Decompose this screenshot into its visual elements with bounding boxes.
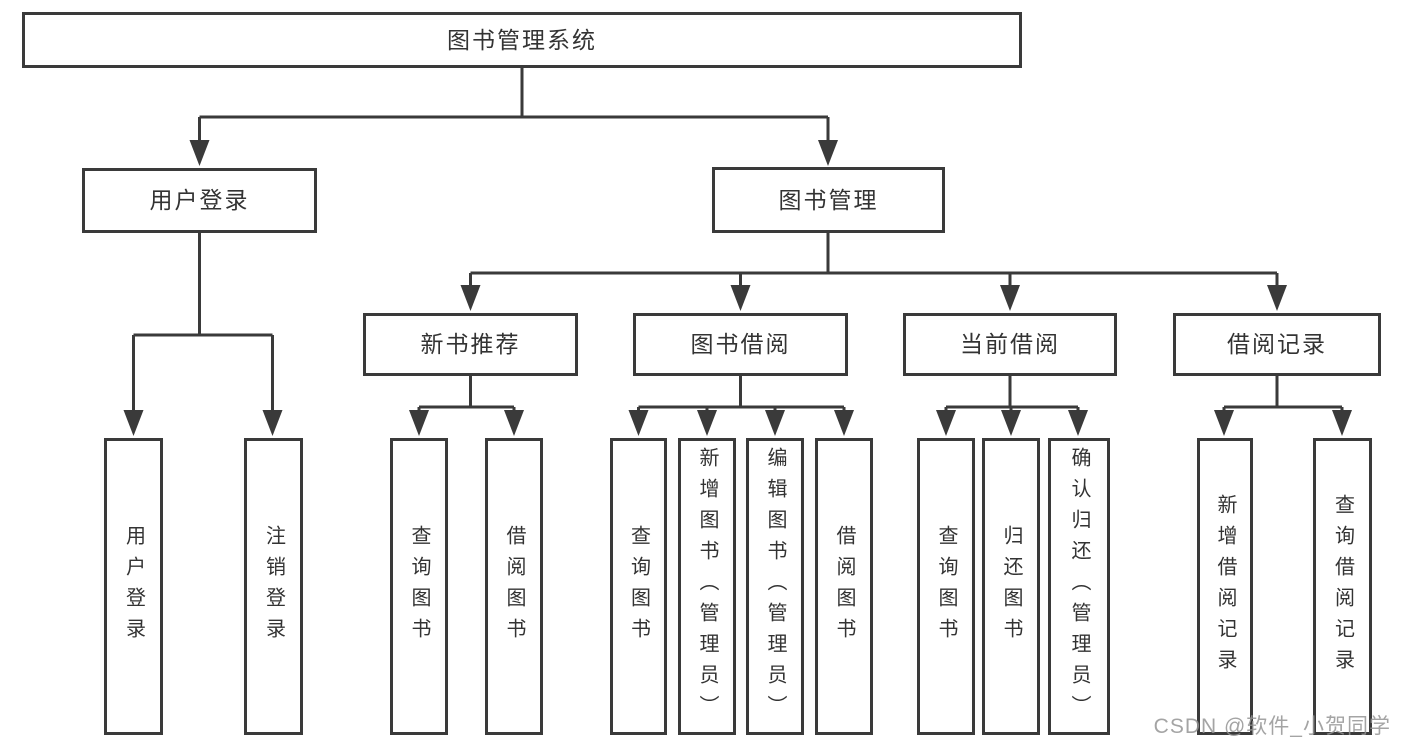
arrowhead [409, 410, 429, 436]
node-user-login-action: 用户登录 [104, 438, 163, 735]
arrowhead [730, 285, 751, 311]
node-query-books-borrowing: 查询图书 [610, 438, 667, 735]
node-book-management: 图书管理 [712, 167, 945, 233]
node-borrowing-records: 借阅记录 [1173, 313, 1381, 376]
node-edit-books-admin: 编辑图书（管理员） [746, 438, 804, 735]
node-borrow-books-borrowing: 借阅图书 [815, 438, 873, 735]
arrowhead [628, 410, 649, 436]
arrowhead [123, 410, 144, 436]
node-library-system: 图书管理系统 [22, 12, 1022, 68]
arrowhead [936, 410, 956, 436]
node-confirm-return-admin: 确认归还（管理员） [1048, 438, 1110, 735]
arrowhead [1068, 410, 1088, 436]
node-borrow-books-recommend: 借阅图书 [485, 438, 543, 735]
arrowhead [1000, 285, 1020, 311]
arrowhead [765, 410, 785, 436]
arrowhead [262, 410, 283, 436]
node-current-borrowing: 当前借阅 [903, 313, 1117, 376]
arrowhead [189, 140, 210, 166]
node-logout-action: 注销登录 [244, 438, 303, 735]
watermark-text: CSDN @软件_小贺同学 [1153, 715, 1391, 738]
connector-path [132, 67, 1344, 412]
arrowhead [460, 285, 481, 311]
arrowhead [504, 410, 524, 436]
node-query-books-recommend: 查询图书 [390, 438, 448, 735]
node-query-books-current: 查询图书 [917, 438, 975, 735]
node-return-books: 归还图书 [982, 438, 1040, 735]
arrowhead [818, 140, 838, 166]
arrowhead [834, 410, 854, 436]
node-add-books-admin: 新增图书（管理员） [678, 438, 736, 735]
arrowhead [697, 410, 717, 436]
arrowhead [1214, 410, 1234, 436]
node-query-borrow-record: 查询借阅记录 [1313, 438, 1372, 735]
arrowhead [1332, 410, 1352, 436]
node-add-borrow-record: 新增借阅记录 [1197, 438, 1253, 735]
node-new-book-recommendation: 新书推荐 [363, 313, 578, 376]
arrowhead [1267, 285, 1287, 311]
arrowhead [1001, 410, 1021, 436]
node-book-borrowing: 图书借阅 [633, 313, 848, 376]
node-user-login: 用户登录 [82, 168, 317, 233]
